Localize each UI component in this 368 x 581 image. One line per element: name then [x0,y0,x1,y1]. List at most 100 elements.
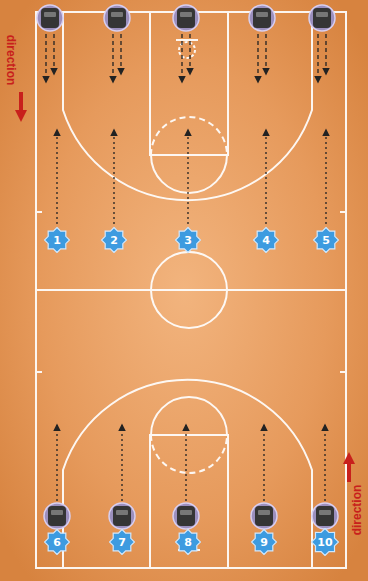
robot-ring [104,5,130,31]
motion-arrow [265,34,266,74]
robot-panel [256,12,268,17]
motion-arrow [56,130,57,224]
robot-ring [37,5,63,31]
robot-icon [173,503,199,529]
motion-arrow [325,34,326,74]
robot-icon [312,503,338,529]
number-badge: 7 [109,529,135,555]
callout-number: 2 [110,235,118,246]
robot-icon [37,5,63,31]
motion-arrow [53,34,54,74]
star-shape [45,530,70,555]
callout-number: 8 [184,537,192,548]
number-badge: 3 [175,227,201,253]
robot-ring [312,503,338,529]
robot-ring [251,503,277,529]
star-shape [45,228,70,253]
number-badge: 2 [101,227,127,253]
star-shape [314,228,339,253]
robot-icon [249,5,275,31]
star-shape [176,228,201,253]
robot-panel [44,12,56,17]
robot-ring [109,503,135,529]
robot-body [48,506,66,526]
robot-panel [258,510,270,515]
robot-ring [173,503,199,529]
robot-body [113,506,131,526]
callout-number: 4 [262,235,270,246]
motion-arrow [187,130,188,224]
direction-label: direction [351,485,363,536]
number-badge: 6 [44,529,70,555]
callout-number: 10 [317,537,332,548]
robot-body [177,506,195,526]
number-badge: 9 [251,529,277,555]
robot-ring [249,5,275,31]
robot-icon [104,5,130,31]
robot-panel [180,12,192,17]
motion-arrow [121,425,122,501]
direction-arrow [19,92,23,116]
star-shape [176,530,201,555]
star-shape [312,529,339,556]
motion-arrow [324,425,325,501]
callout-number: 9 [260,537,268,548]
star-shape [254,228,279,253]
robot-ring [44,503,70,529]
motion-arrow [257,34,258,82]
motion-arrow [120,34,121,74]
robot-panel [51,510,63,515]
number-badge: 8 [175,529,201,555]
number-badge: 1 [44,227,70,253]
robot-body [253,8,271,28]
court-lines [36,12,346,568]
robot-body [41,8,59,28]
robot-icon [44,503,70,529]
robot-panel [111,12,123,17]
robot-ring [173,5,199,31]
motion-arrow [45,34,46,82]
star-shape [252,530,277,555]
motion-arrow [265,130,266,224]
motion-arrow [325,130,326,224]
robot-icon [109,503,135,529]
number-badge: 10 [311,528,339,556]
direction-label: direction [5,35,17,86]
robot-body [108,8,126,28]
robot-panel [316,12,328,17]
motion-arrow [113,130,114,224]
motion-arrow [56,425,57,501]
callout-number: 1 [53,235,61,246]
callout-number: 6 [53,537,61,548]
motion-arrow [181,34,182,82]
callout-number: 5 [322,235,330,246]
robot-body [255,506,273,526]
robot-panel [180,510,192,515]
robot-group [37,5,338,529]
motion-arrow [112,34,113,82]
motion-arrow [189,34,190,74]
direction-arrows [21,92,349,482]
robot-icon [309,5,335,31]
robot-panel [319,510,331,515]
motion-arrow [317,34,318,82]
robot-icon [251,503,277,529]
direction-arrow [347,458,351,482]
robot-icon [173,5,199,31]
star-shape [110,530,135,555]
motion-arrow [263,425,264,501]
number-badge: 5 [313,227,339,253]
callout-number: 7 [118,537,126,548]
callout-number: 3 [184,235,192,246]
robot-panel [116,510,128,515]
robot-body [313,8,331,28]
motion-arrows [46,34,326,501]
star-shape [102,228,127,253]
robot-body [177,8,195,28]
robot-body [316,506,334,526]
robot-ring [309,5,335,31]
number-badge: 4 [253,227,279,253]
